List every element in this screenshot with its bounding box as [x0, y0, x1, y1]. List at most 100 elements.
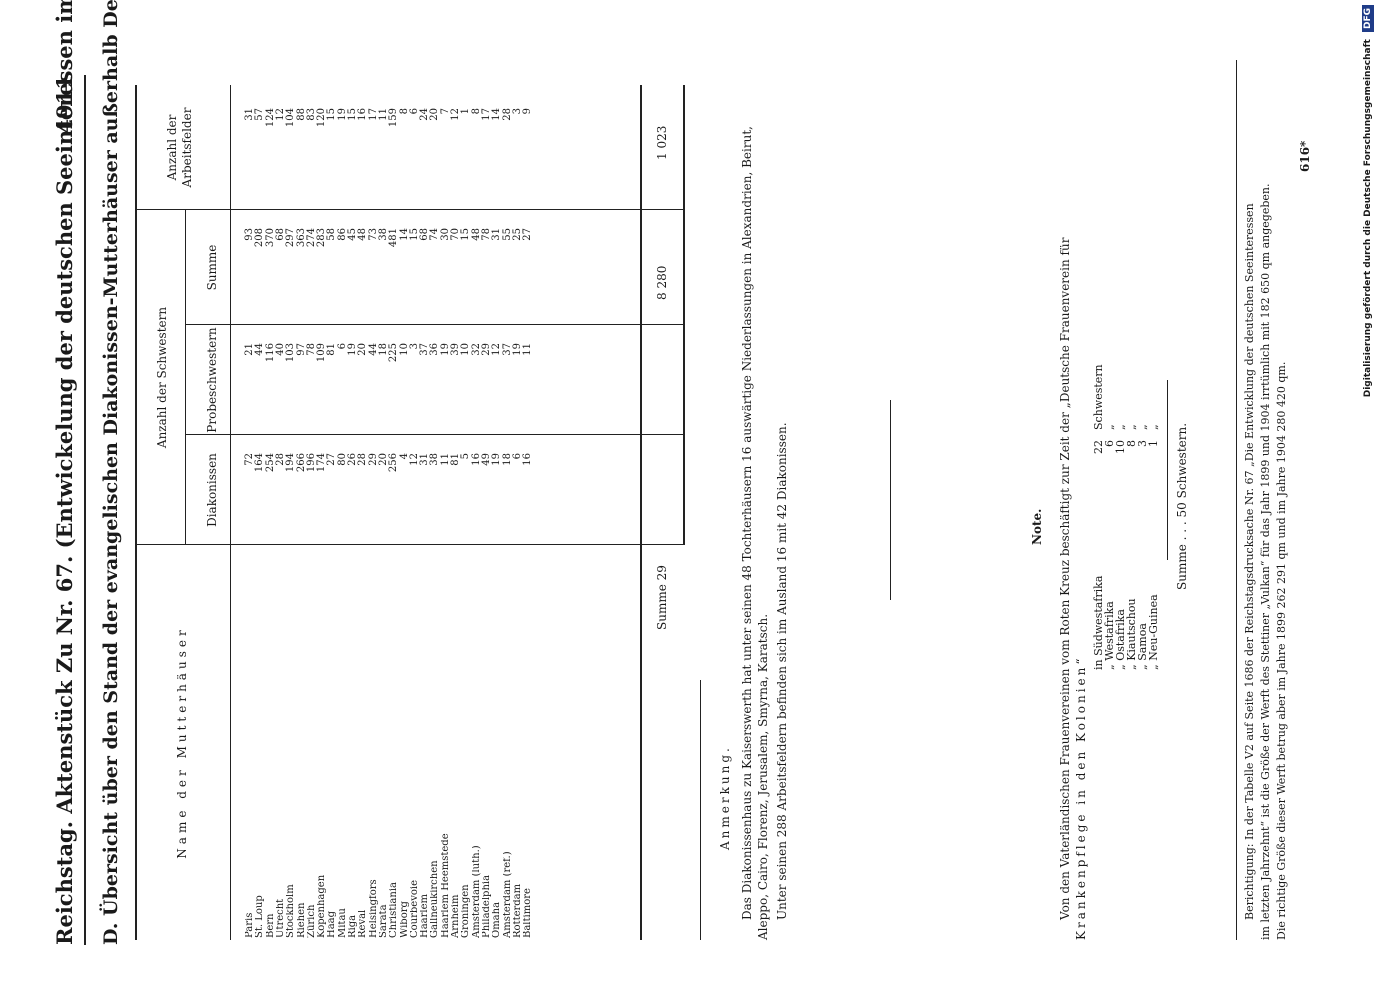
cell-name: Philadelphia [481, 874, 492, 938]
cell-probe: 32 [470, 343, 482, 356]
header-rule-bottom [230, 85, 231, 940]
cell-name: Amsterdam (ref.) [502, 851, 513, 938]
dfg-logo: DFG [1362, 5, 1374, 33]
anmerkung-line-2: Aleppo, Cairo, Florenz, Jerusalem, Smyrn… [756, 613, 770, 940]
cell-probe: 39 [450, 343, 461, 356]
cell-probe: 3 [408, 343, 420, 350]
cell-felder: 104 [285, 108, 297, 128]
cell-felder: 7 [439, 108, 451, 115]
cell-felder: 19 [336, 108, 348, 121]
cell-summe: 68 [419, 228, 431, 241]
berichtigung-rule [1236, 60, 1237, 940]
cell-name: Gallneukirchen [430, 860, 441, 938]
cell-probe: 44 [367, 343, 379, 356]
note-intro-1: Von den Vaterländischen Frauenvereinen v… [1058, 237, 1072, 920]
cell-probe: 19 [347, 343, 358, 356]
note-sum-rule [1167, 380, 1168, 560]
cell-summe: 283 [316, 228, 328, 248]
cell-probe: 12 [491, 343, 503, 356]
cell-name: Helsingfors [368, 879, 379, 938]
cell-diak: 256 [388, 453, 400, 473]
anmerkung-rule [700, 680, 701, 940]
cell-probe: 29 [480, 343, 492, 356]
anmerkung-line-3: Unter seinen 288 Arbeitsfeldern befinden… [775, 422, 789, 920]
cell-summe: 30 [439, 228, 451, 241]
running-header: Reichstag. Aktenstück Zu Nr. 67. (Entwic… [52, 0, 77, 945]
cell-name: Groningen [461, 884, 472, 938]
cell-felder: 8 [398, 108, 410, 115]
cell-name: Courbevoie [409, 880, 420, 938]
note-item-unit: „ [1147, 424, 1160, 430]
cell-summe: 208 [254, 228, 266, 248]
cell-probe: 109 [316, 343, 328, 363]
cell-felder: 57 [254, 108, 266, 121]
cell-felder: 31 [244, 108, 255, 121]
cell-name: Sarata [378, 904, 389, 938]
cell-diak: 26 [347, 453, 358, 466]
cell-diak: 11 [439, 453, 451, 466]
cell-name: Christiania [389, 882, 400, 938]
cell-summe: 14 [398, 228, 410, 241]
cell-name: Zürich [306, 904, 317, 938]
cell-summe: 86 [336, 228, 348, 241]
cell-probe: 225 [388, 343, 400, 363]
cell-diak: 80 [336, 453, 348, 466]
cell-diak: 16 [470, 453, 482, 466]
cell-diak: 19 [491, 453, 503, 466]
group-rule [185, 210, 186, 545]
cell-diak: 28 [357, 453, 369, 466]
cell-summe: 15 [460, 228, 472, 241]
dfg-footer: Digitalisierung gefördert durch die Deut… [1362, 5, 1374, 615]
cell-probe: 10 [398, 343, 410, 356]
cell-diak: 12 [408, 453, 420, 466]
cell-name: Haarlem [420, 893, 431, 938]
cell-summe: 363 [295, 228, 307, 248]
cell-felder: 17 [367, 108, 379, 121]
cell-name: Bern [265, 913, 276, 939]
cell-diak: 4 [398, 453, 410, 460]
cell-probe: 19 [511, 343, 523, 356]
cell-name: Riehen [296, 902, 307, 938]
cell-diak: 266 [295, 453, 307, 473]
cell-name: Haag [327, 910, 338, 938]
cell-felder: 124 [264, 108, 276, 128]
cell-probe: 21 [244, 343, 255, 356]
cell-diak: 81 [450, 453, 461, 466]
cell-felder: 20 [429, 108, 441, 121]
cell-probe: 37 [501, 343, 513, 356]
sum-total: 8 280 [655, 265, 669, 300]
cell-summe: 25 [511, 228, 523, 241]
cell-felder: 120 [316, 108, 328, 128]
cell-diak: 18 [501, 453, 513, 466]
cell-felder: 3 [511, 108, 523, 115]
cell-felder: 88 [295, 108, 307, 121]
cell-probe: 11 [522, 343, 534, 356]
cell-felder: 28 [501, 108, 513, 121]
cell-name: St. Loup [255, 895, 266, 938]
cell-felder: 8 [470, 108, 482, 115]
cell-diak: 27 [326, 453, 338, 466]
cell-diak: 174 [316, 453, 328, 473]
section-rule [890, 400, 891, 600]
cell-name: Wiborg [399, 901, 410, 938]
note-summe-unit: Schwestern. [1175, 422, 1189, 499]
note-intro-2: Krankenpflege in den Kolonien“ [1074, 655, 1088, 940]
cell-diak: 16 [522, 453, 534, 466]
cell-probe: 19 [439, 343, 451, 356]
